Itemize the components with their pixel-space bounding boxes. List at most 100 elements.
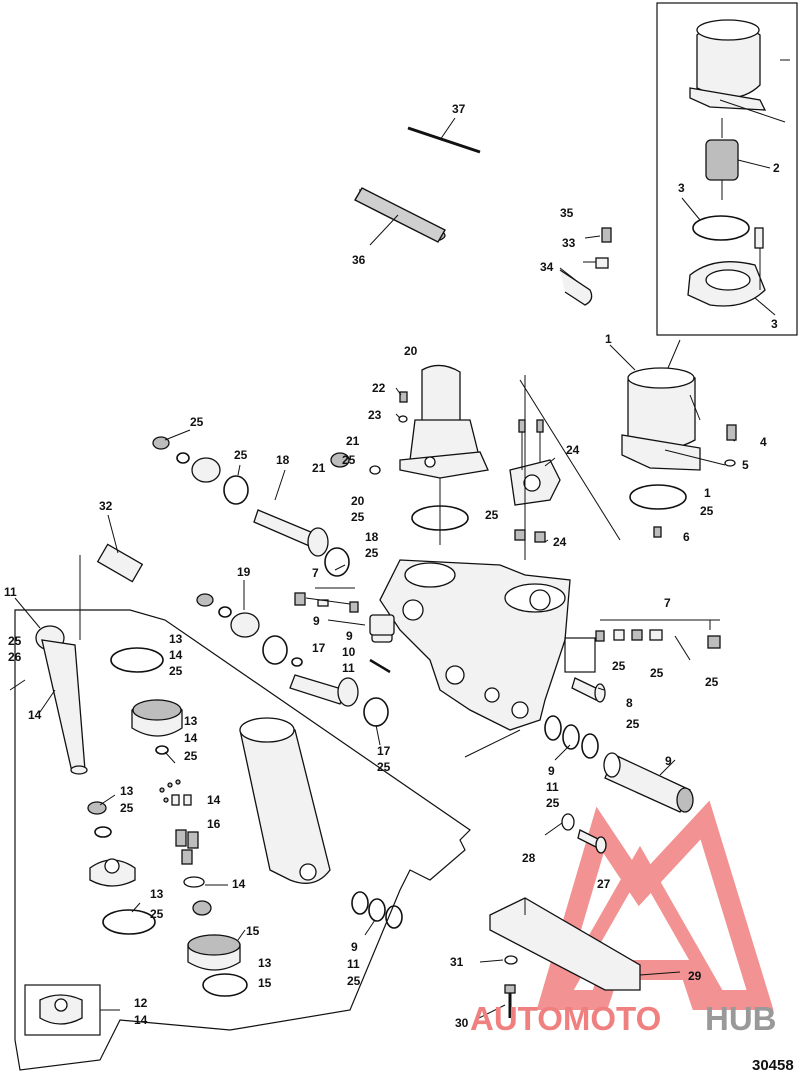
cylinder-9-small — [369, 614, 395, 636]
bolt-4 — [726, 424, 737, 441]
piston-18 — [253, 509, 350, 577]
o-ring-13-left-lower — [102, 909, 156, 935]
callout-21-a: 21 — [346, 434, 360, 448]
sleeve — [354, 187, 446, 246]
callout-25-q: 25 — [120, 801, 134, 815]
callout-labels: 37 36 35 33 34 2 3 3 1 20 22 23 21 25 21… — [4, 102, 780, 1030]
o-ring-3-upper — [692, 215, 750, 241]
armature — [705, 118, 739, 200]
washer-23 — [398, 415, 408, 423]
callout-9-b: 9 — [346, 629, 353, 643]
callout-25-j: 25 — [705, 675, 719, 689]
screw-22 — [399, 391, 408, 403]
callout-24-a: 24 — [566, 443, 580, 457]
reservoir — [399, 364, 489, 545]
pin-10 — [369, 658, 391, 674]
callout-21-b: 21 — [312, 461, 326, 475]
callout-13-c: 13 — [120, 784, 134, 798]
callout-14-b: 14 — [28, 708, 42, 722]
motor-detail-box — [656, 2, 798, 336]
callout-25-n: 25 — [184, 749, 198, 763]
callout-13-a: 13 — [169, 632, 183, 646]
trim-rod — [35, 625, 88, 775]
valve-body — [509, 419, 561, 543]
callout-13-d: 13 — [150, 887, 164, 901]
callout-1-b: 1 — [704, 486, 711, 500]
callout-9-a: 9 — [313, 614, 320, 628]
end-cap-12 — [24, 984, 101, 1036]
callout-11-b: 11 — [4, 585, 17, 599]
washer-5 — [724, 459, 736, 467]
callout-5: 5 — [742, 458, 749, 472]
callout-25-f: 25 — [234, 448, 248, 462]
callout-25-h: 25 — [612, 659, 626, 673]
callout-13-b: 13 — [184, 714, 198, 728]
callout-25-a: 25 — [342, 453, 356, 467]
watermark-brand-hub: HUB — [705, 1000, 777, 1037]
figure-number: 30458 — [752, 1057, 794, 1074]
callout-25-k: 25 — [8, 634, 22, 648]
watermark-brand-main: AUTOMOTO — [470, 1000, 661, 1037]
o-rings-9-11-lower — [351, 891, 403, 929]
callout-11-c: 11 — [546, 780, 559, 794]
bolt-26 — [9, 679, 26, 691]
callout-14-a: 14 — [169, 648, 183, 662]
callout-15-a: 15 — [246, 924, 260, 938]
motor-housing — [689, 19, 786, 123]
pin-32 — [96, 543, 144, 583]
plug-assembly-19-lower — [196, 593, 303, 667]
callout-14-d: 14 — [207, 793, 221, 807]
callout-32: 32 — [99, 499, 113, 513]
callout-36: 36 — [352, 253, 366, 267]
callout-20-top: 20 — [404, 344, 418, 358]
callout-11-a: 11 — [342, 661, 355, 675]
bolt-30 — [504, 984, 516, 1018]
plug-assembly-19-top — [152, 436, 249, 505]
callout-30: 30 — [455, 1016, 469, 1030]
callout-31: 31 — [450, 955, 464, 969]
small-parts-box — [564, 637, 596, 673]
callout-25-s: 25 — [347, 974, 361, 988]
callout-25-l: 25 — [169, 664, 183, 678]
callout-35: 35 — [560, 206, 574, 220]
callout-9-e: 9 — [351, 940, 358, 954]
callout-25-g: 25 — [365, 546, 379, 560]
callout-14-f: 14 — [134, 1013, 148, 1027]
callout-13-e: 13 — [258, 956, 272, 970]
callout-25-o: 25 — [377, 760, 391, 774]
callout-25-i: 25 — [650, 666, 664, 680]
callout-4: 4 — [760, 435, 767, 449]
callout-23: 23 — [368, 408, 382, 422]
callout-3-lower: 3 — [771, 317, 778, 331]
shaft-9 — [603, 752, 694, 813]
callout-12: 12 — [134, 996, 148, 1010]
callout-25-b: 25 — [351, 510, 365, 524]
callout-16: 16 — [207, 817, 221, 831]
o-rings-9-11-mid — [544, 715, 599, 759]
pump-body — [371, 559, 571, 731]
callout-7-left: 7 — [312, 566, 319, 580]
pin-6 — [653, 526, 662, 538]
callout-25-d: 25 — [485, 508, 499, 522]
watermark-text: AUTOMOTO HUB — [470, 1000, 777, 1037]
callout-11-d: 11 — [347, 957, 360, 971]
callout-1-top: 1 — [605, 332, 612, 346]
piston-13-center — [131, 699, 183, 755]
callout-22: 22 — [372, 381, 386, 395]
callout-18-a: 18 — [276, 453, 290, 467]
motor-assembly — [609, 339, 726, 471]
callout-34: 34 — [540, 260, 554, 274]
trim-cylinder — [239, 717, 331, 884]
callout-20-b: 20 — [351, 494, 365, 508]
callout-7-right: 7 — [664, 596, 671, 610]
callout-8: 8 — [626, 696, 633, 710]
callout-2: 2 — [773, 161, 780, 175]
callout-29: 29 — [688, 969, 702, 983]
callout-28: 28 — [522, 851, 536, 865]
valve-parts-7-left — [294, 592, 359, 613]
cable-tie — [407, 117, 481, 154]
leader-lines — [14, 159, 776, 1021]
washer-31 — [504, 955, 518, 965]
cap-15 — [187, 934, 248, 997]
